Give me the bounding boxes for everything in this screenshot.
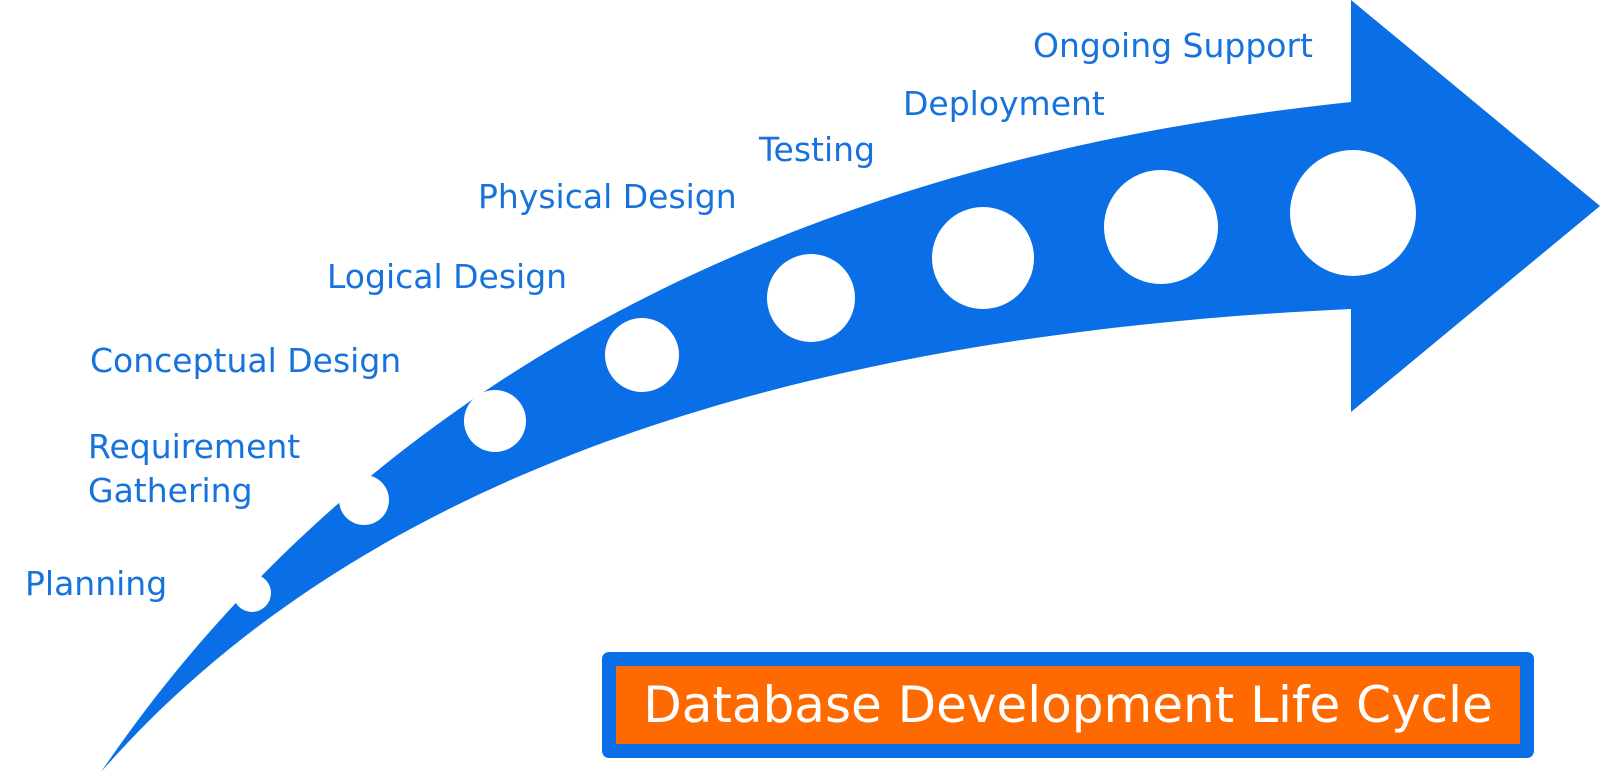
stage-label-planning: Planning — [25, 564, 168, 603]
diagram-title: Database Development Life Cycle — [643, 676, 1493, 734]
stage-label-conceptual-design: Conceptual Design — [90, 341, 402, 380]
stage-label-logical-design: Logical Design — [327, 257, 568, 296]
stage-label-deployment: Deployment — [903, 84, 1105, 123]
stage-dot-requirement-gathering — [339, 475, 389, 525]
stage-label-ongoing-support: Ongoing Support — [1033, 26, 1314, 65]
stage-dot-physical-design — [767, 254, 855, 342]
stage-dot-planning — [233, 574, 271, 612]
stage-dot-conceptual-design — [464, 390, 526, 452]
stage-label-requirement-gathering: Requirement Gathering — [88, 427, 301, 510]
stage-dot-ongoing-support — [1290, 150, 1416, 276]
stage-label-testing: Testing — [759, 130, 876, 169]
stage-dot-logical-design — [605, 318, 679, 392]
stage-label-physical-design: Physical Design — [478, 177, 737, 216]
stage-dot-deployment — [1104, 170, 1218, 284]
diagram-title-frame: Database Development Life Cycle — [602, 652, 1534, 758]
diagram-title-box: Database Development Life Cycle — [616, 666, 1520, 744]
stage-dot-testing — [932, 207, 1034, 309]
curved-arrow-shape — [101, 0, 1600, 772]
